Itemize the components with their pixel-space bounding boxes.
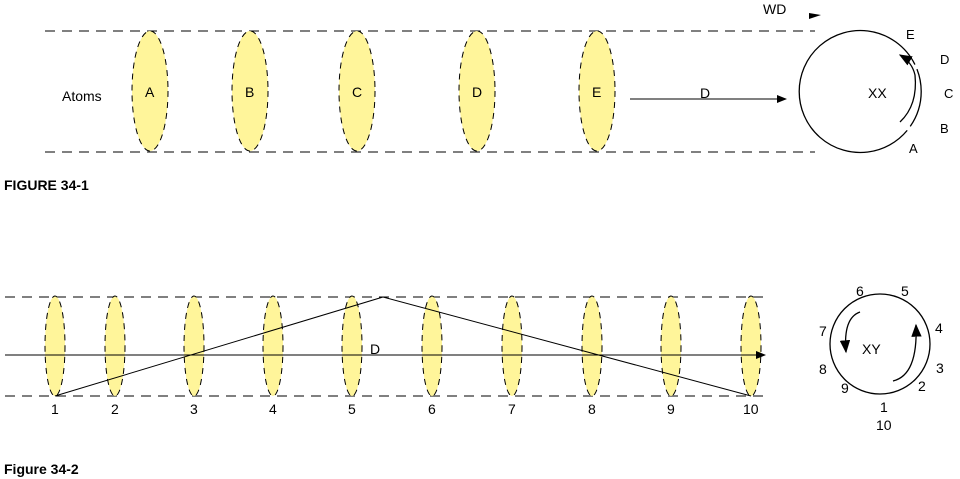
lens-number: 4 [269,401,277,417]
lens-number: 1 [51,401,59,417]
atom-label: D [472,84,482,100]
atom-ellipse [338,30,376,152]
circle-xy-label: XY [862,341,881,357]
lens-ellipse [262,295,284,397]
atom-label: B [245,84,254,100]
lens-number: 3 [190,401,198,417]
atom-label: C [352,84,362,100]
point-d: D [940,52,949,67]
figure-caption-1: FIGURE 34-1 [4,177,89,193]
circle-xx-right [867,30,922,153]
lens-ellipse [501,295,523,397]
lens-ellipse [341,295,363,397]
point-c: C [944,86,953,101]
lens-number: 6 [428,401,436,417]
point-9: 9 [841,380,849,396]
lens-number: 2 [111,401,119,417]
point-a: A [909,141,918,156]
atom-label: A [145,84,155,100]
axis-label: D [370,341,380,357]
point-6: 6 [856,283,864,299]
circle-xx-left [798,29,869,154]
lens-number: 9 [667,401,675,417]
point-e: E [906,27,915,42]
lens-number: 10 [743,401,759,417]
point-1: 1 [880,399,888,415]
atom-label: E [592,84,601,100]
figure-caption-2: Figure 34-2 [4,461,79,477]
point-7: 7 [819,323,827,339]
point-8: 8 [819,361,827,377]
atom-ellipse [578,30,616,152]
circle-xy [829,293,931,395]
figure-34-1: Atoms A B C D E D WD XX E D C B A FIGURE 34-… [4,1,953,193]
atoms-label: Atoms [62,88,102,104]
direction-label: D [700,85,710,101]
lens-number: 8 [588,401,596,417]
lens-ellipse [660,295,682,397]
wd-label: WD [763,1,786,17]
atom-ellipse [231,30,269,152]
wd-arrow-icon [809,13,821,19]
lens-ellipse [421,295,443,397]
lens-ellipse [740,295,762,397]
point-4: 4 [935,320,943,336]
atom-ellipse [458,30,496,152]
lens-ellipse [581,295,603,397]
point-b: B [940,121,949,136]
point-3: 3 [936,360,944,376]
lens-ellipse [44,295,66,397]
atom-ellipse [131,30,169,152]
lens-number: 5 [348,401,356,417]
rotation-arrow-up [892,323,922,382]
point-5: 5 [901,283,909,299]
point-10: 10 [876,417,892,433]
lens-ellipse [183,295,205,397]
rotation-arrow-down [839,311,861,354]
lens-ellipse [104,295,126,397]
point-2: 2 [918,378,926,394]
rotation-arrow [898,54,917,123]
zigzag-path [54,296,752,397]
lens-number: 7 [508,401,516,417]
circle-xx-label: XX [868,85,887,101]
